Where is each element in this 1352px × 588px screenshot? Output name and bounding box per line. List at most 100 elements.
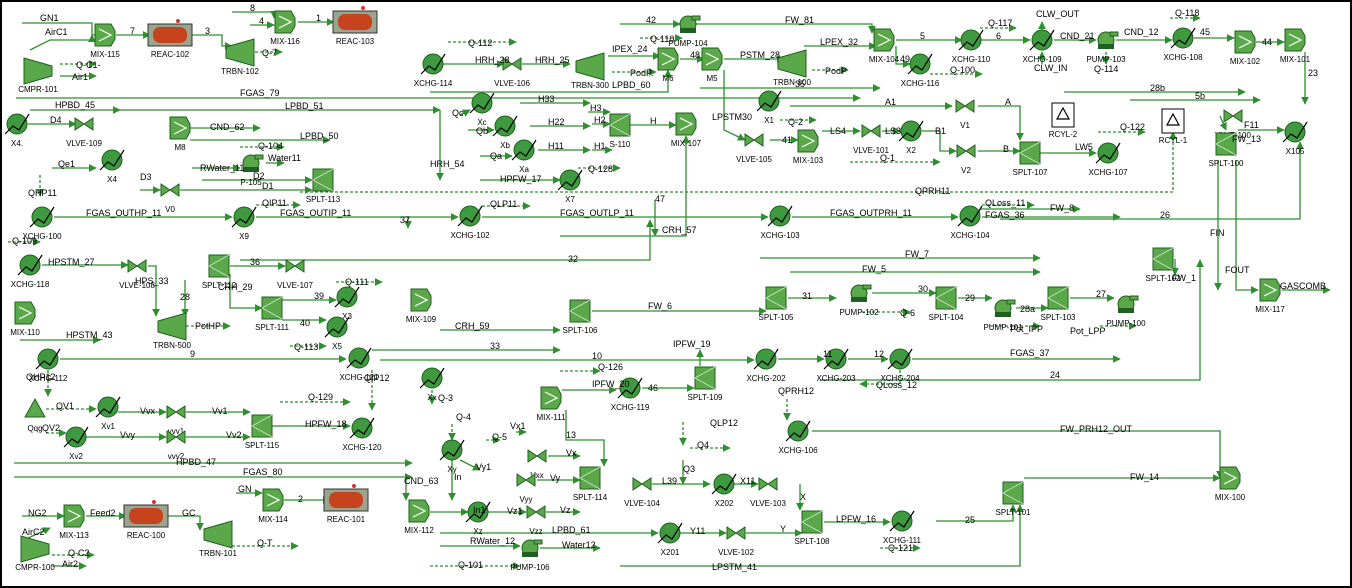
- unit-mix-111[interactable]: MIX-111: [536, 386, 566, 422]
- unit-xv2[interactable]: Xv2: [63, 426, 89, 461]
- unit-splt-101[interactable]: SPLT-101: [996, 481, 1032, 517]
- unit-xchg-106[interactable]: XCHG-106: [778, 420, 818, 455]
- unit-splt-115[interactable]: SPLT-115: [245, 414, 280, 450]
- unit-mix-113[interactable]: MIX-113: [59, 504, 89, 540]
- unit-x201[interactable]: X201: [657, 522, 683, 557]
- unit-xchg-100[interactable]: XCHG-100: [22, 206, 62, 241]
- unit-xx[interactable]: Xx: [419, 367, 445, 402]
- unit-xchg-110[interactable]: XCHG-110: [952, 29, 991, 64]
- unit-xa[interactable]: Xa: [511, 139, 537, 174]
- unit-mix-100[interactable]: MIX-100: [1215, 466, 1246, 502]
- unit-x7[interactable]: X7: [557, 169, 583, 204]
- unit-mix-109[interactable]: MIX-109: [406, 288, 437, 324]
- unit-xb[interactable]: Xb: [492, 115, 518, 150]
- unit-cmpr-101[interactable]: CMPR-101: [18, 57, 58, 94]
- unit-vlve-109[interactable]: VLVE-109: [66, 117, 102, 148]
- unit-trbn-100[interactable]: TRBN-100: [773, 49, 811, 87]
- unit-mix-114[interactable]: MIX-114: [258, 488, 288, 524]
- unit-vlve-101[interactable]: VLVE-101: [853, 124, 889, 155]
- unit-x4[interactable]: X4: [99, 149, 125, 184]
- unit-x202[interactable]: X202: [711, 473, 737, 508]
- unit-v1[interactable]: V1: [955, 99, 975, 130]
- unit-xchg-108[interactable]: XCHG-108: [1163, 27, 1203, 62]
- unit-mix-116[interactable]: MIX-116: [270, 10, 300, 46]
- unit-splt-104[interactable]: SPLT-104: [929, 286, 965, 322]
- unit-reac-103[interactable]: REAC-103: [332, 6, 378, 46]
- unit-rcyl-2[interactable]: RCYL-2: [1049, 102, 1078, 139]
- unit-vlve-106[interactable]: VLVE-106: [494, 57, 530, 88]
- unit-s-110[interactable]: S-110: [609, 113, 631, 149]
- unit-vzz[interactable]: Vzz: [526, 505, 546, 536]
- unit-trbn-102[interactable]: TRBN-102: [221, 38, 259, 76]
- unit-vxx[interactable]: Vxx: [527, 449, 547, 480]
- unit-qqg[interactable]: Qqg: [24, 397, 46, 433]
- unit-m6[interactable]: M6: [657, 47, 679, 83]
- unit-splt-106[interactable]: SPLT-106: [563, 299, 599, 335]
- unit-vlve-105[interactable]: VLVE-105: [736, 133, 772, 164]
- unit-v0[interactable]: V0: [160, 183, 180, 214]
- unit-mix-107[interactable]: MIX-107: [671, 112, 702, 148]
- unit-vlve-108[interactable]: VLVE-108: [119, 259, 155, 290]
- unit-x4[interactable]: X4.: [4, 113, 30, 148]
- unit-xchg-116[interactable]: XCHG-116: [901, 53, 940, 88]
- unit-xy[interactable]: Xy: [439, 439, 465, 474]
- unit-xv1[interactable]: Xv1: [95, 396, 121, 431]
- unit-reac-102[interactable]: REAC-102: [147, 19, 193, 59]
- unit-mix-104[interactable]: MIX-104: [869, 28, 900, 64]
- unit-rcyl-1[interactable]: RCYL-1: [1159, 108, 1188, 145]
- unit-vvv2[interactable]: vvv2: [166, 430, 186, 461]
- unit-xchg-121[interactable]: XCHG-121: [339, 347, 379, 382]
- unit-x105[interactable]: X105: [1282, 121, 1308, 156]
- unit-x1[interactable]: X1: [756, 90, 782, 125]
- unit-mix-115[interactable]: MIX-115: [90, 23, 120, 59]
- unit-x2[interactable]: X2: [898, 120, 924, 155]
- unit-vlve-107[interactable]: VLVE-107: [277, 259, 313, 290]
- unit-xchg-204[interactable]: XCHG-204: [880, 348, 920, 383]
- unit-splt-114[interactable]: SPLT-114: [573, 466, 608, 502]
- unit-splt-103[interactable]: SPLT-103: [1041, 286, 1077, 322]
- unit-splt-105[interactable]: SPLT-105: [759, 286, 795, 322]
- unit-splt-111[interactable]: SPLT-111: [255, 296, 289, 332]
- unit-xchg-111[interactable]: XCHG-111: [883, 510, 922, 545]
- unit-xchg-120[interactable]: XCHG-120: [342, 417, 382, 452]
- unit-pump-102[interactable]: PUMP-102: [839, 284, 879, 317]
- unit-x5[interactable]: X5: [324, 316, 350, 351]
- unit-pump-106[interactable]: PUMP-106: [510, 539, 550, 572]
- unit-reac-100[interactable]: REAC-100: [123, 500, 169, 540]
- unit-xchg-109[interactable]: XCHG-109: [1022, 29, 1062, 64]
- unit-xchg-102[interactable]: XCHG-102: [450, 205, 490, 240]
- unit-mix-102[interactable]: MIX-102: [1230, 30, 1261, 66]
- unit-xchg-114[interactable]: XCHG-114: [414, 53, 453, 88]
- unit-pump-100[interactable]: PUMP-100: [1106, 295, 1146, 328]
- unit-x3[interactable]: X3: [334, 286, 360, 321]
- unit-xchg-119[interactable]: XCHG-119: [611, 377, 650, 412]
- unit-xchg-112[interactable]: XCHG-112: [29, 348, 68, 383]
- unit-xchg-203[interactable]: XCHG-203: [816, 348, 856, 383]
- unit-xchg-103[interactable]: XCHG-103: [760, 205, 800, 240]
- unit-mix-117[interactable]: MIX-117: [1255, 278, 1285, 314]
- unit-p-105[interactable]: P-105: [240, 154, 264, 187]
- unit-xc[interactable]: Xc: [469, 92, 495, 127]
- unit-splt-109[interactable]: SPLT-109: [688, 366, 724, 402]
- unit-splt-102[interactable]: SPLT-102: [1146, 247, 1182, 283]
- unit-splt-113[interactable]: SPLT-113: [306, 168, 341, 204]
- unit-vlve-104[interactable]: VLVE-104: [624, 477, 660, 508]
- unit-pump-103[interactable]: PUMP-103: [1086, 31, 1126, 64]
- unit-vlve-103[interactable]: VLVE-103: [750, 477, 786, 508]
- unit-m5[interactable]: M5: [701, 47, 723, 83]
- unit-pump-104[interactable]: PUMP-104: [668, 15, 708, 48]
- unit-v2[interactable]: V2: [956, 144, 976, 175]
- unit-trbn-101[interactable]: TRBN-101: [199, 520, 237, 558]
- unit-vyy[interactable]: Vyy: [516, 473, 536, 504]
- unit-mix-101[interactable]: MIX-101: [1280, 28, 1311, 64]
- unit-splt-107[interactable]: SPLT-107: [1013, 141, 1049, 177]
- unit-m8[interactable]: M8: [169, 116, 191, 152]
- unit-xchg-202[interactable]: XCHG-202: [746, 348, 786, 383]
- unit-xchg-104[interactable]: XCHG-104: [950, 205, 990, 240]
- unit-reac-101[interactable]: REAC-101: [323, 484, 369, 524]
- unit-trbn-300[interactable]: TRBN-300: [571, 52, 609, 90]
- unit-xchg-107[interactable]: XCHG-107: [1088, 142, 1128, 177]
- unit-splt-112[interactable]: SPLT-112: [202, 254, 237, 290]
- unit-trbn-500[interactable]: TRBN-500: [153, 312, 191, 350]
- unit-vvv1[interactable]: vvv1: [166, 405, 186, 436]
